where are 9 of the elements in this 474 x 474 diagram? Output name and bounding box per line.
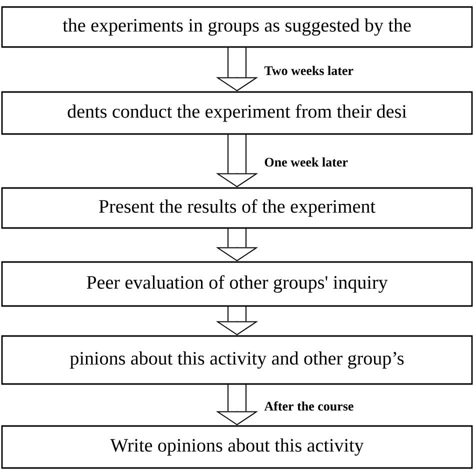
edge-label: Two weeks later bbox=[264, 66, 354, 76]
step-box: Peer evaluation of other groups' inquiry bbox=[1, 261, 473, 307]
step-box: the experiments in groups as suggested by the bbox=[1, 6, 473, 48]
step-box: Write opinions about this activity bbox=[1, 425, 473, 469]
step-box: dents conduct the experiment from their desi bbox=[1, 91, 473, 135]
step-box: Present the results of the experiment bbox=[1, 187, 473, 229]
edge-label: After the course bbox=[264, 401, 354, 411]
step-box: pinions about this activity and other group’s bbox=[1, 335, 473, 385]
edge-label: One week later bbox=[264, 157, 348, 167]
